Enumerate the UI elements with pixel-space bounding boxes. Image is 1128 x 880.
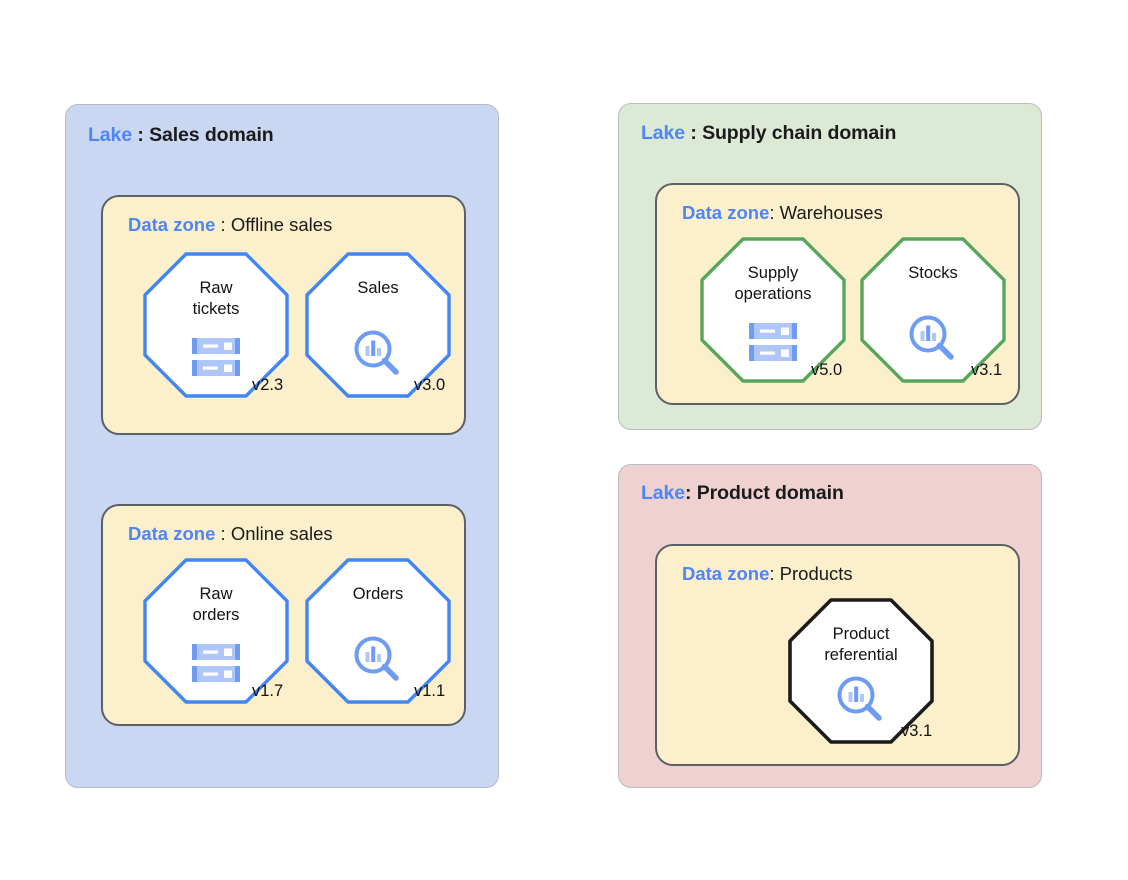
asset-orders[interactable]: Orders v1.1	[305, 558, 451, 704]
lake-keyword: Lake	[88, 124, 133, 146]
asset-raw-tickets[interactable]: Raw tickets v2.3	[143, 252, 289, 398]
lake-title-supply-chain-domain: Lake : Supply chain domain	[641, 122, 896, 145]
octagon-shape	[788, 598, 934, 744]
asset-label: Raw orders	[192, 585, 240, 624]
lake-name: Product domain	[696, 482, 844, 504]
asset-label: Product referential	[824, 625, 898, 664]
lake-keyword: Lake	[641, 482, 686, 504]
lake-title-product-domain: Lake: Product domain	[641, 482, 844, 505]
asset-label: Stocks	[908, 264, 958, 282]
data-zone-separator: :	[769, 202, 780, 223]
analytics-magnifier-icon	[907, 313, 959, 365]
octagon-shape	[305, 252, 451, 398]
data-zone-name: Warehouses	[779, 202, 883, 223]
asset-version: v1.1	[414, 682, 446, 700]
data-zone-offline-sales: Data zone : Offline sales Raw tickets	[101, 195, 466, 435]
data-zone-separator: :	[215, 214, 231, 235]
database-icon	[189, 642, 243, 686]
asset-version: v2.3	[252, 376, 284, 394]
asset-stocks[interactable]: Stocks v3.1	[860, 237, 1006, 383]
data-zone-separator: :	[769, 563, 780, 584]
octagon-shape	[700, 237, 846, 383]
data-zone-separator: :	[215, 523, 231, 544]
data-zone-warehouses: Data zone: Warehouses Supply operations	[655, 183, 1020, 405]
analytics-magnifier-icon	[352, 328, 404, 380]
asset-label: Supply operations	[734, 264, 812, 303]
data-zone-title-offline-sales: Data zone : Offline sales	[128, 214, 332, 236]
asset-sales[interactable]: Sales v3.0	[305, 252, 451, 398]
data-zone-title-warehouses: Data zone: Warehouses	[682, 202, 883, 224]
octagon-shape	[305, 558, 451, 704]
octagon-shape	[143, 252, 289, 398]
data-zone-keyword: Data zone	[682, 563, 770, 584]
data-zone-title-online-sales: Data zone : Online sales	[128, 523, 333, 545]
octagon-shape	[143, 558, 289, 704]
data-zone-keyword: Data zone	[682, 202, 770, 223]
asset-version: v3.0	[414, 376, 446, 394]
database-icon	[189, 336, 243, 380]
asset-label: Orders	[352, 585, 404, 603]
asset-product-referential[interactable]: Product referential v3.1	[788, 598, 934, 744]
lake-title-sales-domain: Lake : Sales domain	[88, 124, 274, 147]
lake-separator: :	[685, 482, 697, 504]
analytics-magnifier-icon	[352, 634, 404, 686]
asset-label: Raw tickets	[192, 279, 240, 318]
lake-keyword: Lake	[641, 122, 686, 144]
asset-raw-orders[interactable]: Raw orders v1.7	[143, 558, 289, 704]
lake-panel-sales-domain: Lake : Sales domain Data zone : Offline …	[65, 104, 499, 788]
lake-panel-product-domain: Lake: Product domain Data zone: Products…	[618, 464, 1042, 788]
octagon-shape	[860, 237, 1006, 383]
data-zone-keyword: Data zone	[128, 523, 216, 544]
lake-separator: :	[132, 124, 150, 146]
data-zone-products: Data zone: Products Product referential …	[655, 544, 1020, 766]
data-zone-online-sales: Data zone : Online sales Raw orders	[101, 504, 466, 726]
lake-panel-supply-chain-domain: Lake : Supply chain domain Data zone: Wa…	[618, 103, 1042, 430]
data-zone-name: Online sales	[230, 523, 333, 544]
database-icon	[746, 321, 800, 365]
data-zone-name: Products	[779, 563, 853, 584]
data-zone-keyword: Data zone	[128, 214, 216, 235]
asset-supply-operations[interactable]: Supply operations v5.0	[700, 237, 846, 383]
asset-version: v5.0	[811, 361, 843, 379]
asset-version: v1.7	[252, 682, 284, 700]
asset-label: Sales	[357, 279, 399, 297]
data-zone-name: Offline sales	[230, 214, 333, 235]
asset-version: v3.1	[971, 361, 1003, 379]
data-zone-title-products: Data zone: Products	[682, 563, 853, 585]
asset-version: v3.1	[901, 722, 933, 740]
analytics-magnifier-icon	[835, 674, 887, 726]
lake-name: Supply chain domain	[702, 122, 897, 144]
lake-separator: :	[685, 122, 703, 144]
lake-name: Sales domain	[149, 124, 274, 146]
